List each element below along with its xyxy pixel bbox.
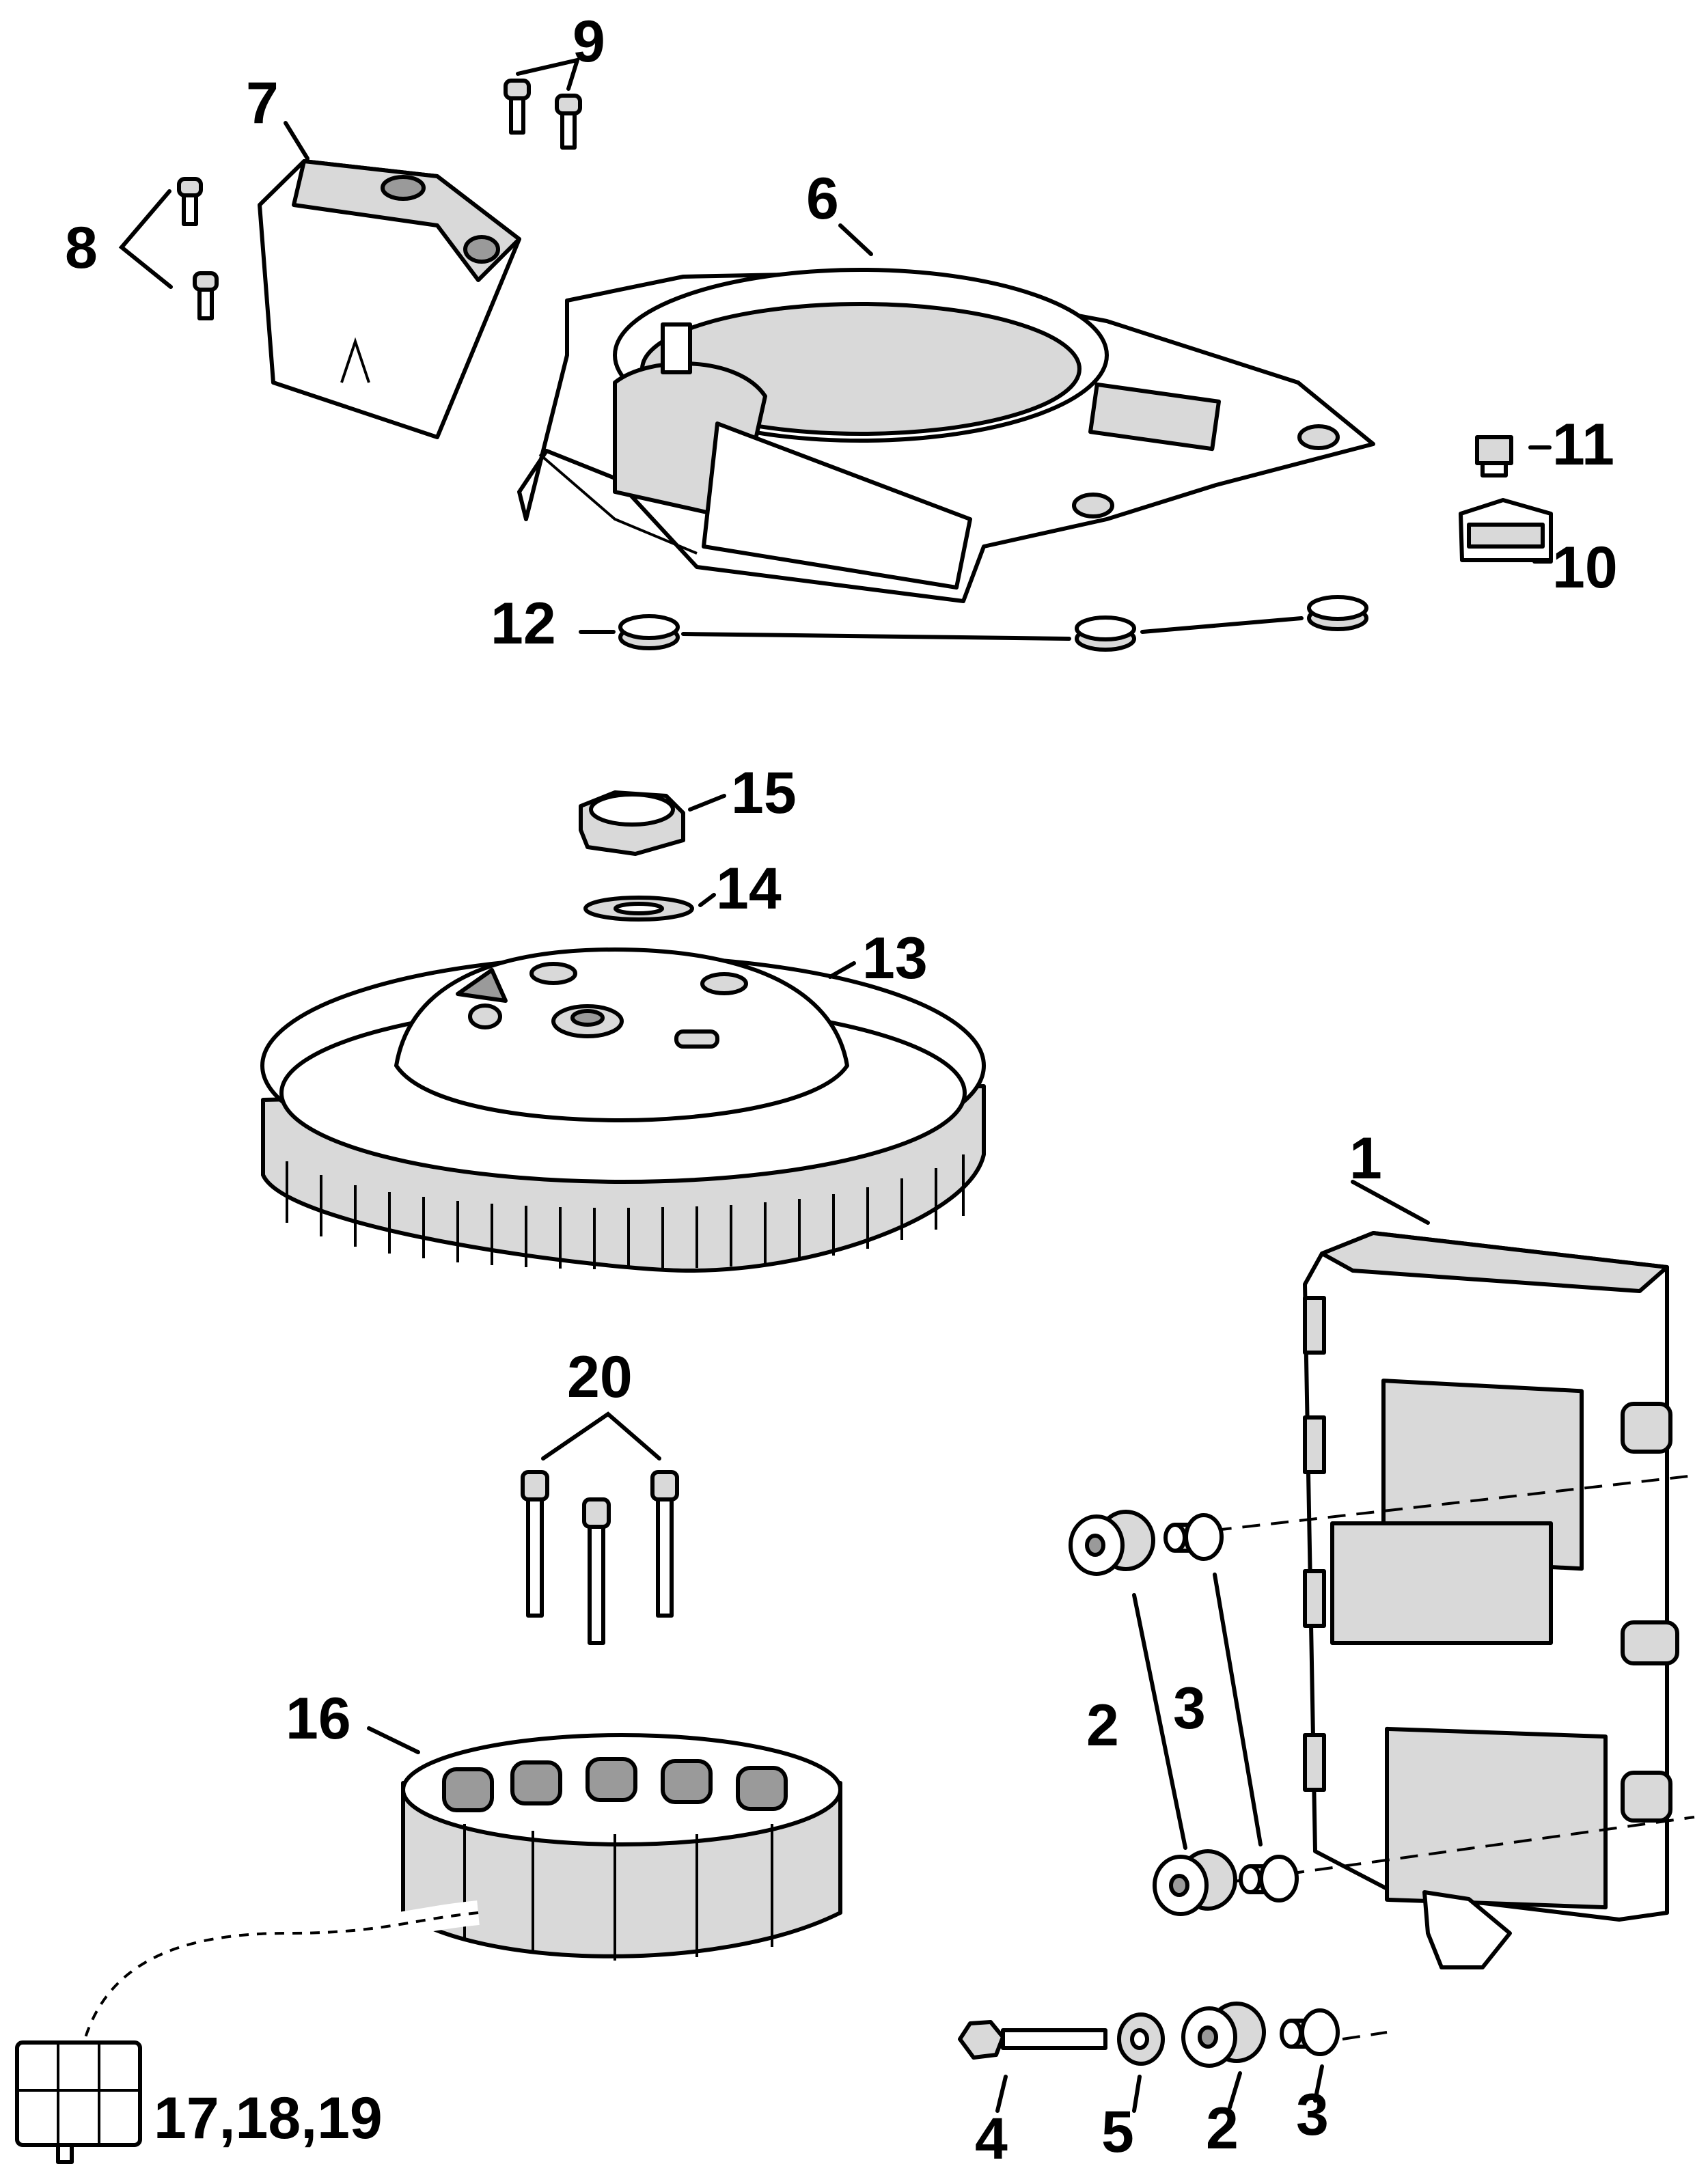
callout-16: 16 — [286, 1686, 351, 1752]
part-17-harness-connector — [15, 1900, 480, 2164]
part-3-bushing-lower — [1280, 2008, 1340, 2056]
part-20-bolts — [521, 1411, 679, 1645]
callout-3-upper: 3 — [1173, 1676, 1206, 1741]
callout-2-upper: 2 — [1086, 1693, 1119, 1758]
part-3-bushing-upper — [1163, 1513, 1224, 1561]
part-16-stator — [367, 1726, 842, 1961]
part-5-washer — [1117, 2012, 1165, 2066]
part-3-bushing-middle — [1239, 1855, 1299, 1902]
callout-2-lower: 2 — [1206, 2096, 1239, 2161]
part-9-screws — [504, 57, 582, 150]
callout-11: 11 — [1552, 412, 1614, 477]
callout-5: 5 — [1101, 2099, 1134, 2165]
callout-6: 6 — [806, 166, 839, 232]
part-12-grommets — [579, 595, 1368, 652]
part-2-grommet-upper — [1069, 1510, 1155, 1576]
callout-20: 20 — [567, 1344, 633, 1410]
callout-8: 8 — [65, 215, 98, 281]
callout-10: 10 — [1552, 535, 1618, 600]
callout-7: 7 — [246, 70, 279, 136]
part-14-washer — [583, 893, 716, 922]
part-15-nut — [579, 790, 726, 856]
part-4-bolt — [958, 2020, 1107, 2060]
leader-lines — [995, 1573, 1324, 2113]
callout-1: 1 — [1349, 1126, 1382, 1191]
callout-14: 14 — [716, 856, 782, 922]
part-11-fuse — [1475, 435, 1552, 477]
callout-12: 12 — [491, 591, 556, 656]
callout-17-18-19: 17,18,19 — [154, 2086, 383, 2151]
callout-3-lower: 3 — [1296, 2082, 1329, 2148]
part-2-grommet-lower — [1181, 2002, 1266, 2068]
part-6-flywheel-cover — [517, 223, 1375, 603]
callout-15: 15 — [731, 760, 797, 826]
callout-4: 4 — [975, 2106, 1008, 2172]
callout-13: 13 — [862, 926, 928, 991]
part-2-grommet-middle — [1153, 1849, 1237, 1916]
part-1-module — [1303, 1180, 1679, 1969]
part-8-screws — [118, 177, 219, 320]
part-13-flywheel — [260, 947, 986, 1273]
part-10-fuse-holder — [1459, 498, 1553, 564]
callout-labels: 9 7 8 6 11 10 12 15 14 13 1 20 16 2 3 4 … — [65, 9, 1618, 2172]
part-7-cover — [258, 121, 521, 439]
callout-9: 9 — [573, 9, 605, 74]
